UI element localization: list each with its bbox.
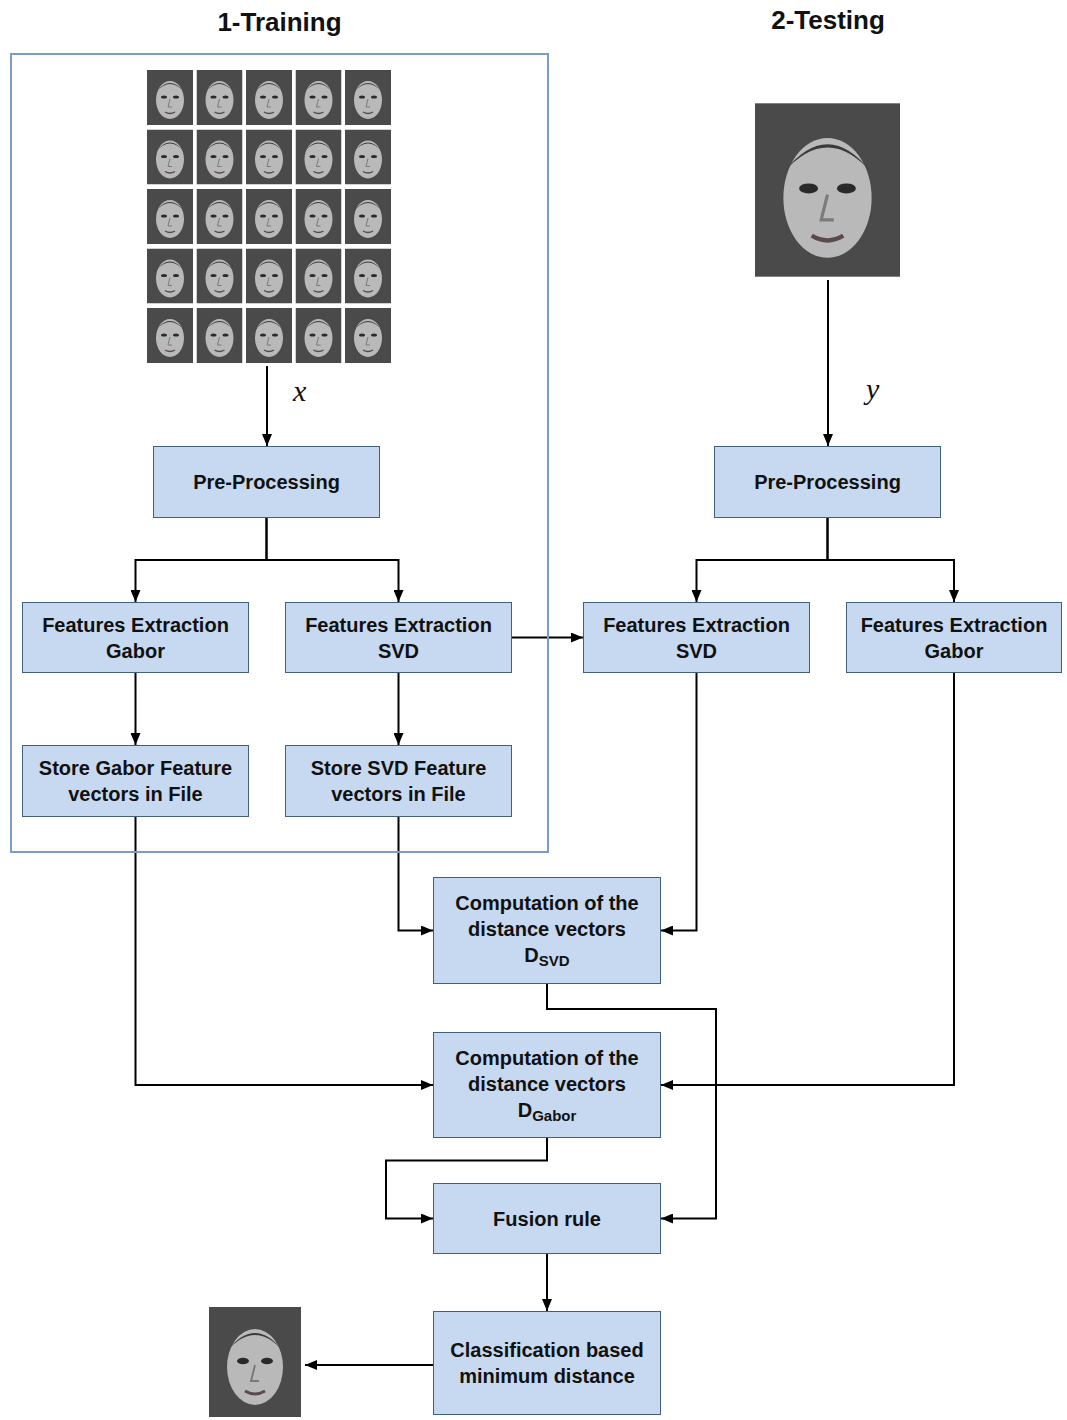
text-line: Store Gabor Feature vectors in File — [29, 755, 242, 807]
section-heading: 2-Testing — [700, 5, 956, 36]
flow-arrow — [136, 518, 267, 602]
face-photo — [147, 130, 193, 185]
box-label: D — [524, 944, 538, 966]
process-box: Classification based minimum distance — [433, 1311, 661, 1415]
box-label: Store Gabor Feature vectors in File — [39, 757, 232, 805]
face-photo — [246, 70, 292, 125]
signal-name: x — [293, 374, 306, 408]
flow-arrow — [546, 1254, 548, 1311]
text-line: Classification based minimum distance — [440, 1337, 654, 1389]
text-line: Computation of the distance vectors — [440, 1045, 654, 1097]
face-photo — [296, 308, 342, 363]
signal-name: y — [866, 372, 879, 406]
face-photo — [296, 70, 342, 125]
training-panel: Pre-ProcessingFeatures Extraction Gabor F… — [10, 53, 549, 853]
face-photo — [296, 249, 342, 304]
flow-arrow — [136, 817, 434, 1085]
flow-arrow — [398, 673, 400, 745]
text-line: Store SVD Feature vectors in File — [292, 755, 505, 807]
text-line: Features Extraction SVD — [590, 612, 803, 664]
box-label: Features Extraction Gabor — [42, 614, 229, 662]
text-line: Features Extraction Gabor — [29, 612, 242, 664]
process-box: Fusion rule — [433, 1183, 661, 1254]
input-arrow — [827, 280, 829, 446]
box-label: Pre-Processing — [754, 471, 901, 493]
box-label: Fusion rule — [493, 1208, 601, 1230]
subscript-text: SVD — [539, 952, 570, 969]
face-photo — [197, 70, 243, 125]
flow-arrow — [661, 673, 697, 931]
box-label: Features Extraction Gabor — [861, 614, 1048, 662]
process-box: Features Extraction Gabor — [846, 602, 1062, 673]
face-photo — [296, 189, 342, 244]
box-label: D — [518, 1099, 532, 1121]
process-box: Computation of the distance vectorsDSVD — [433, 877, 661, 984]
box-label: Features Extraction SVD — [305, 614, 492, 662]
panel-heading: 1-Training — [12, 7, 547, 38]
training-faces — [147, 70, 391, 363]
text-line: Computation of the distance vectors — [440, 890, 654, 942]
face-photo — [246, 308, 292, 363]
face-photo — [147, 189, 193, 244]
process-box: Store Gabor Feature vectors in File — [22, 745, 249, 817]
face-photo — [147, 70, 193, 125]
text-line: DGabor — [518, 1097, 577, 1126]
face-photo — [147, 249, 193, 304]
box-label: Pre-Processing — [193, 471, 340, 493]
process-box: Computation of the distance vectorsDGabo… — [433, 1032, 661, 1138]
flow-arrow — [697, 518, 828, 602]
text-line: DSVD — [524, 942, 569, 971]
process-box: Features Extraction SVD — [285, 602, 512, 673]
face-photo — [197, 308, 243, 363]
flow-arrow — [135, 673, 137, 745]
flow-arrow — [828, 518, 955, 602]
face-photo — [345, 130, 391, 185]
subscript-text: Gabor — [532, 1107, 576, 1124]
output-arrow — [305, 1364, 433, 1366]
input-arrow — [266, 366, 268, 446]
text-line: Fusion rule — [493, 1206, 601, 1232]
process-box: Pre-Processing — [714, 446, 941, 518]
text-line: Pre-Processing — [193, 469, 340, 495]
process-box: Features Extraction Gabor — [22, 602, 249, 673]
face-photo — [147, 308, 193, 363]
face-photo — [197, 130, 243, 185]
process-box: Features Extraction SVD — [583, 602, 810, 673]
process-box: Store SVD Feature vectors in File — [285, 745, 512, 817]
box-label: Computation of the distance vectors — [455, 1047, 638, 1095]
text-line: Features Extraction Gabor — [853, 612, 1055, 664]
box-label: Classification based minimum distance — [450, 1339, 643, 1387]
face-photo — [197, 249, 243, 304]
text-line: Pre-Processing — [754, 469, 901, 495]
face-photo — [345, 308, 391, 363]
face-photo — [246, 130, 292, 185]
box-label: Store SVD Feature vectors in File — [311, 757, 487, 805]
box-label: Features Extraction SVD — [603, 614, 790, 662]
face-photo — [345, 70, 391, 125]
box-label: Computation of the distance vectors — [455, 892, 638, 940]
face-photo — [197, 189, 243, 244]
face-photo — [296, 130, 342, 185]
flow-arrow — [399, 817, 434, 931]
test-face-photo — [755, 103, 900, 276]
face-photo — [345, 249, 391, 304]
result-face-photo — [209, 1307, 301, 1417]
text-line: Features Extraction SVD — [292, 612, 505, 664]
face-photo — [345, 189, 391, 244]
flow-arrow — [661, 673, 954, 1085]
face-photo — [246, 189, 292, 244]
process-box: Pre-Processing — [153, 446, 380, 518]
face-photo — [246, 249, 292, 304]
flow-arrow — [267, 518, 399, 602]
